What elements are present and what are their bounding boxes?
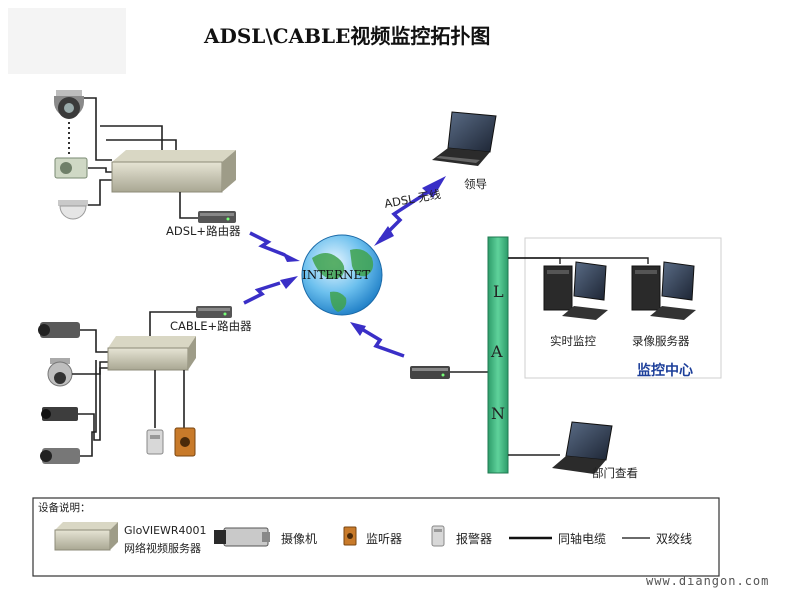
department-laptop-icon bbox=[552, 421, 613, 474]
realtime-pc-icon bbox=[543, 261, 608, 320]
legend-listener-label: 监听器 bbox=[366, 532, 403, 546]
lan-router-icon bbox=[410, 366, 450, 379]
adsl-router-icon bbox=[198, 211, 236, 223]
speed-dome-icon bbox=[47, 358, 73, 387]
internet-label: INTERNET bbox=[302, 268, 371, 282]
cable-router-icon bbox=[196, 306, 232, 318]
lan-letter-l: L bbox=[493, 282, 504, 301]
recording-server-pc-icon bbox=[631, 261, 696, 320]
bullet-camera-icon-1 bbox=[38, 322, 80, 338]
watermark: www.diangon.com bbox=[646, 574, 770, 588]
legend-camera-label: 摄像机 bbox=[281, 532, 318, 546]
wireless-links bbox=[243, 176, 446, 358]
bullet-camera-icon-3 bbox=[40, 448, 80, 464]
monitor-center-frame bbox=[524, 237, 722, 379]
link-lan-to-internet bbox=[359, 326, 405, 358]
realtime-label: 实时监控 bbox=[550, 334, 596, 348]
camera-group-top bbox=[54, 90, 236, 223]
legend-listener-icon bbox=[343, 526, 357, 546]
link-adsl-to-internet bbox=[249, 231, 286, 257]
video-server-top-icon bbox=[111, 150, 236, 193]
recording-server-label: 录像服务器 bbox=[632, 334, 690, 348]
monitor-center-label: 监控中心 bbox=[637, 363, 693, 379]
lan-bar bbox=[487, 236, 509, 474]
internet-globe-icon bbox=[301, 234, 383, 316]
legend-server-model: GloVIEWR4001 bbox=[124, 524, 207, 537]
leader-laptop-icon bbox=[432, 111, 497, 166]
legend-heading: 设备说明： bbox=[38, 502, 91, 514]
box-camera-icon bbox=[54, 157, 88, 179]
adsl-router-label: ADSL+路由器 bbox=[166, 224, 241, 238]
lan-letter-a: A bbox=[491, 342, 503, 361]
department-view-label: 部门查看 bbox=[592, 466, 638, 480]
legend-alarm-label: 报警器 bbox=[456, 532, 493, 546]
legend-alarm-icon bbox=[431, 525, 445, 547]
legend-server-icon bbox=[54, 522, 118, 551]
camera-group-bottom bbox=[38, 306, 232, 464]
link-cable-to-internet bbox=[243, 281, 281, 305]
listener-icon bbox=[174, 427, 196, 457]
ceiling-dome-icon bbox=[58, 200, 88, 220]
legend-box bbox=[32, 497, 720, 577]
dome-camera-icon bbox=[54, 90, 84, 119]
alarm-icon bbox=[146, 429, 164, 455]
diagram-title: ADSL\CABLE视频监控拓扑图 bbox=[204, 24, 491, 48]
bullet-camera-icon-2 bbox=[41, 407, 78, 421]
leader-label: 领导 bbox=[464, 177, 487, 191]
legend-twisted-label: 双绞线 bbox=[656, 532, 693, 546]
legend-camera-icon bbox=[214, 527, 270, 547]
legend-server-desc: 网络视频服务器 bbox=[124, 542, 201, 555]
faint-panel bbox=[8, 8, 126, 74]
cable-router-label: CABLE+路由器 bbox=[170, 319, 252, 333]
video-server-bottom-icon bbox=[107, 336, 196, 371]
legend-coax-label: 同轴电缆 bbox=[558, 532, 607, 546]
lan-letter-n: N bbox=[491, 404, 505, 423]
